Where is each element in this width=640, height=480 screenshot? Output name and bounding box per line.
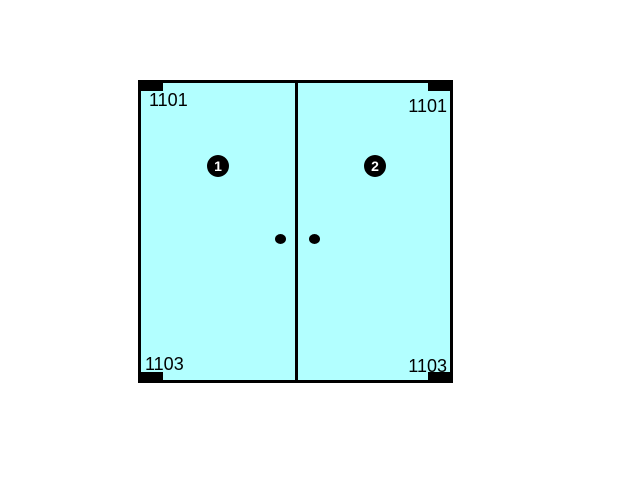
center-divider	[295, 83, 298, 380]
door-panel-right: 1101 1103 2	[298, 83, 450, 380]
top-left-hinge	[141, 83, 163, 91]
bottom-right-hinge	[428, 372, 450, 380]
panel-number-badge-1: 1	[207, 155, 229, 177]
right-bottom-code-label: 1103	[408, 356, 447, 376]
bottom-left-hinge	[141, 372, 163, 380]
door-panel-left: 1101 1103 1	[141, 83, 295, 380]
right-top-code-label: 1101	[408, 96, 447, 116]
right-door-handle	[309, 234, 320, 244]
panel-number-badge-2: 2	[364, 155, 386, 177]
top-right-hinge	[428, 83, 450, 91]
left-bottom-code-label: 1103	[145, 354, 184, 374]
left-top-code-label: 1101	[149, 90, 188, 110]
double-door-frame: 1101 1103 1 1101 1103 2	[138, 80, 453, 383]
left-door-handle	[275, 234, 286, 244]
